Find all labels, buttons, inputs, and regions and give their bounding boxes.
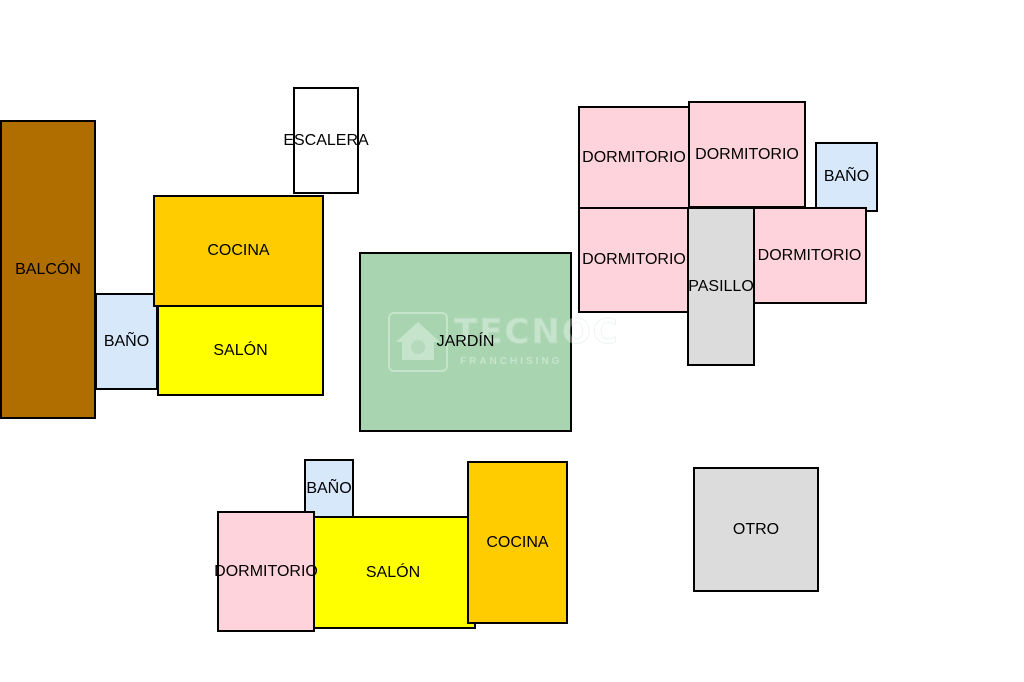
room-label: DORMITORIO	[695, 145, 799, 163]
room-jardin: JARDÍN	[359, 252, 572, 432]
room-label: DORMITORIO	[757, 246, 862, 264]
room-balcon: BALCÓN	[0, 120, 96, 419]
room-dormitorio: DORMITORIO	[578, 207, 690, 313]
room-label: BAÑO	[306, 480, 352, 497]
room-label: BAÑO	[823, 168, 870, 185]
room-pasillo: PASILLO	[687, 207, 755, 366]
room-label: OTRO	[732, 520, 780, 538]
room-dormitorio: DORMITORIO	[214, 511, 318, 632]
room-label: COCINA	[486, 533, 549, 551]
room-label: BALCÓN	[15, 260, 81, 278]
room-label: SALÓN	[213, 341, 268, 359]
room-label: PASILLO	[688, 277, 754, 295]
room-cocina: COCINA	[153, 195, 324, 307]
room-dormitorio: DORMITORIO	[688, 101, 806, 208]
room-label: DORMITORIO	[214, 562, 318, 580]
room-salon: SALÓN	[310, 516, 476, 629]
room-bano: BAÑO	[815, 142, 878, 212]
room-escalera: ESCALERA	[283, 87, 369, 194]
room-label: ESCALERA	[283, 131, 369, 149]
room-cocina: COCINA	[467, 461, 568, 624]
room-label: SALÓN	[365, 563, 421, 581]
room-bano: BAÑO	[95, 293, 158, 390]
room-label: DORMITORIO	[582, 251, 686, 268]
room-label: COCINA	[207, 242, 270, 259]
room-label: BAÑO	[103, 332, 150, 350]
room-dormitorio: DORMITORIO	[578, 106, 690, 209]
room-salon: SALÓN	[157, 305, 324, 396]
room-bano: BAÑO	[304, 459, 354, 519]
room-label: DORMITORIO	[582, 148, 686, 166]
room-otro: OTRO	[693, 467, 819, 592]
room-label: JARDÍN	[436, 333, 495, 350]
room-dormitorio: DORMITORIO	[752, 207, 867, 304]
